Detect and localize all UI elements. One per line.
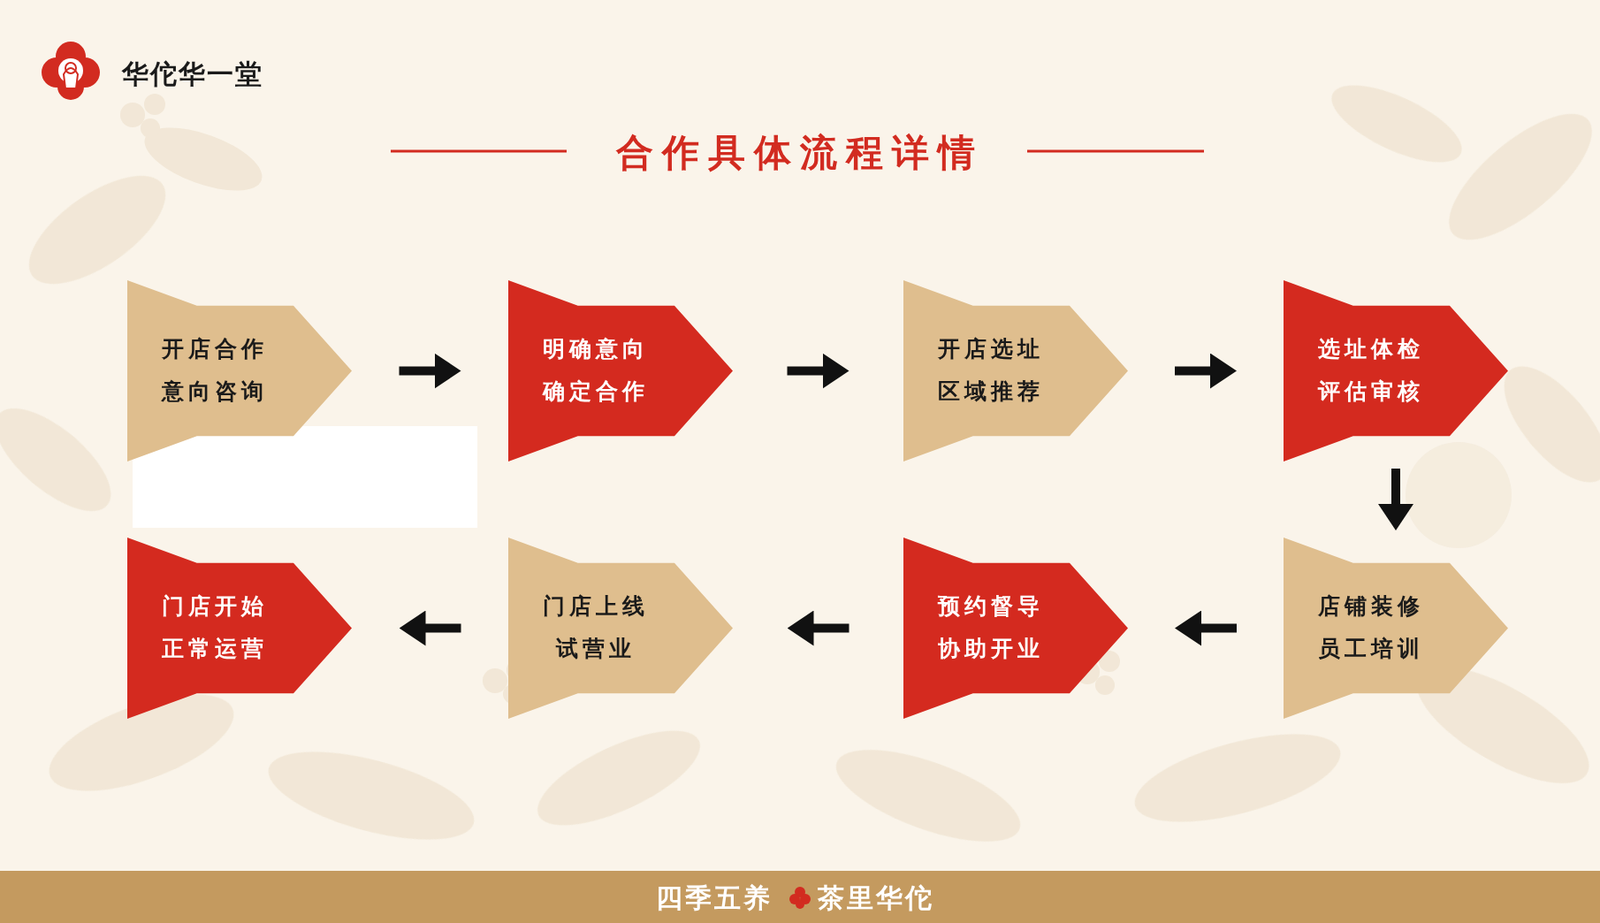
flow-arrow-box: 明确意向 确定合作 (508, 280, 733, 462)
step-text: 预约督导 协助开业 (928, 585, 1054, 671)
footer-band (0, 870, 1600, 923)
arrow-outline (127, 537, 352, 719)
step-text: 开店选址 区域推荐 (928, 327, 1054, 413)
step-text: 明确意向 确定合作 (533, 327, 659, 413)
flow-arrow (1197, 624, 1237, 633)
text-area: 开店合作 意向咨询 (140, 305, 290, 437)
blank-patch (132, 426, 478, 528)
arrow-outline (903, 280, 1128, 462)
step-text: 开店合作 意向咨询 (152, 327, 278, 413)
text-area: 门店开始 正常运营 (140, 563, 290, 694)
arrow-shape (1283, 280, 1509, 462)
flow-arrow (787, 366, 827, 376)
flow-arrow (810, 624, 850, 633)
slogan: 四季五养 (655, 880, 773, 917)
step-text: 门店开始 正常运营 (152, 585, 278, 671)
brand-name: 华佗华一堂 (121, 56, 264, 93)
title-rule (390, 150, 567, 153)
text-area: 预约督导 协助开业 (916, 563, 1066, 694)
flow-arrow-box: 店铺装修 员工培训 (1283, 537, 1509, 719)
text-area: 门店上线 试营业 (521, 563, 671, 694)
arrow-outline (508, 280, 733, 462)
flow-arrow (1174, 366, 1214, 376)
flow-arrow-box: 选址体检 评估审核 (1283, 280, 1509, 462)
flow-arrow-box: 开店选址 区域推荐 (903, 280, 1128, 462)
arrow-shape (1283, 537, 1509, 719)
arrow-shape (508, 537, 733, 719)
arrow-outline (903, 537, 1128, 719)
step-text: 选址体检 评估审核 (1308, 327, 1434, 413)
title-rule (1027, 150, 1204, 153)
slogan: 茶里华佗 (817, 880, 935, 917)
flow-arrow-box: 门店上线 试营业 (508, 537, 733, 719)
flow-arrow-box: 预约督导 协助开业 (903, 537, 1128, 719)
arrow-shape (508, 280, 733, 462)
arrow-shape (127, 537, 352, 719)
floral-pattern (0, 69, 1600, 861)
footer-clover (789, 886, 811, 909)
flow-arrow-box: 门店开始 正常运营 (127, 537, 352, 719)
arrow-outline (1283, 537, 1509, 719)
arrow-outline (1283, 280, 1509, 462)
arrow-shape (903, 280, 1128, 462)
step-text: 门店上线 试营业 (533, 585, 659, 671)
arrow-shape (903, 537, 1128, 719)
step-text: 店铺装修 员工培训 (1308, 585, 1434, 671)
logo (41, 41, 100, 100)
flow-arrow (1391, 468, 1401, 508)
text-area: 明确意向 确定合作 (521, 305, 671, 437)
text-area: 店铺装修 员工培训 (1296, 563, 1446, 694)
text-area: 开店选址 区域推荐 (916, 305, 1066, 437)
flow-arrow (422, 624, 462, 633)
arrow-outline (127, 280, 352, 462)
flow-arrow-box: 开店合作 意向咨询 (127, 280, 352, 462)
text-area: 选址体检 评估审核 (1296, 305, 1446, 437)
arrow-shape (127, 280, 352, 462)
title: 合作具体流程详情 (0, 128, 1600, 178)
arrow-outline (508, 537, 733, 719)
flow-arrow (399, 366, 439, 376)
